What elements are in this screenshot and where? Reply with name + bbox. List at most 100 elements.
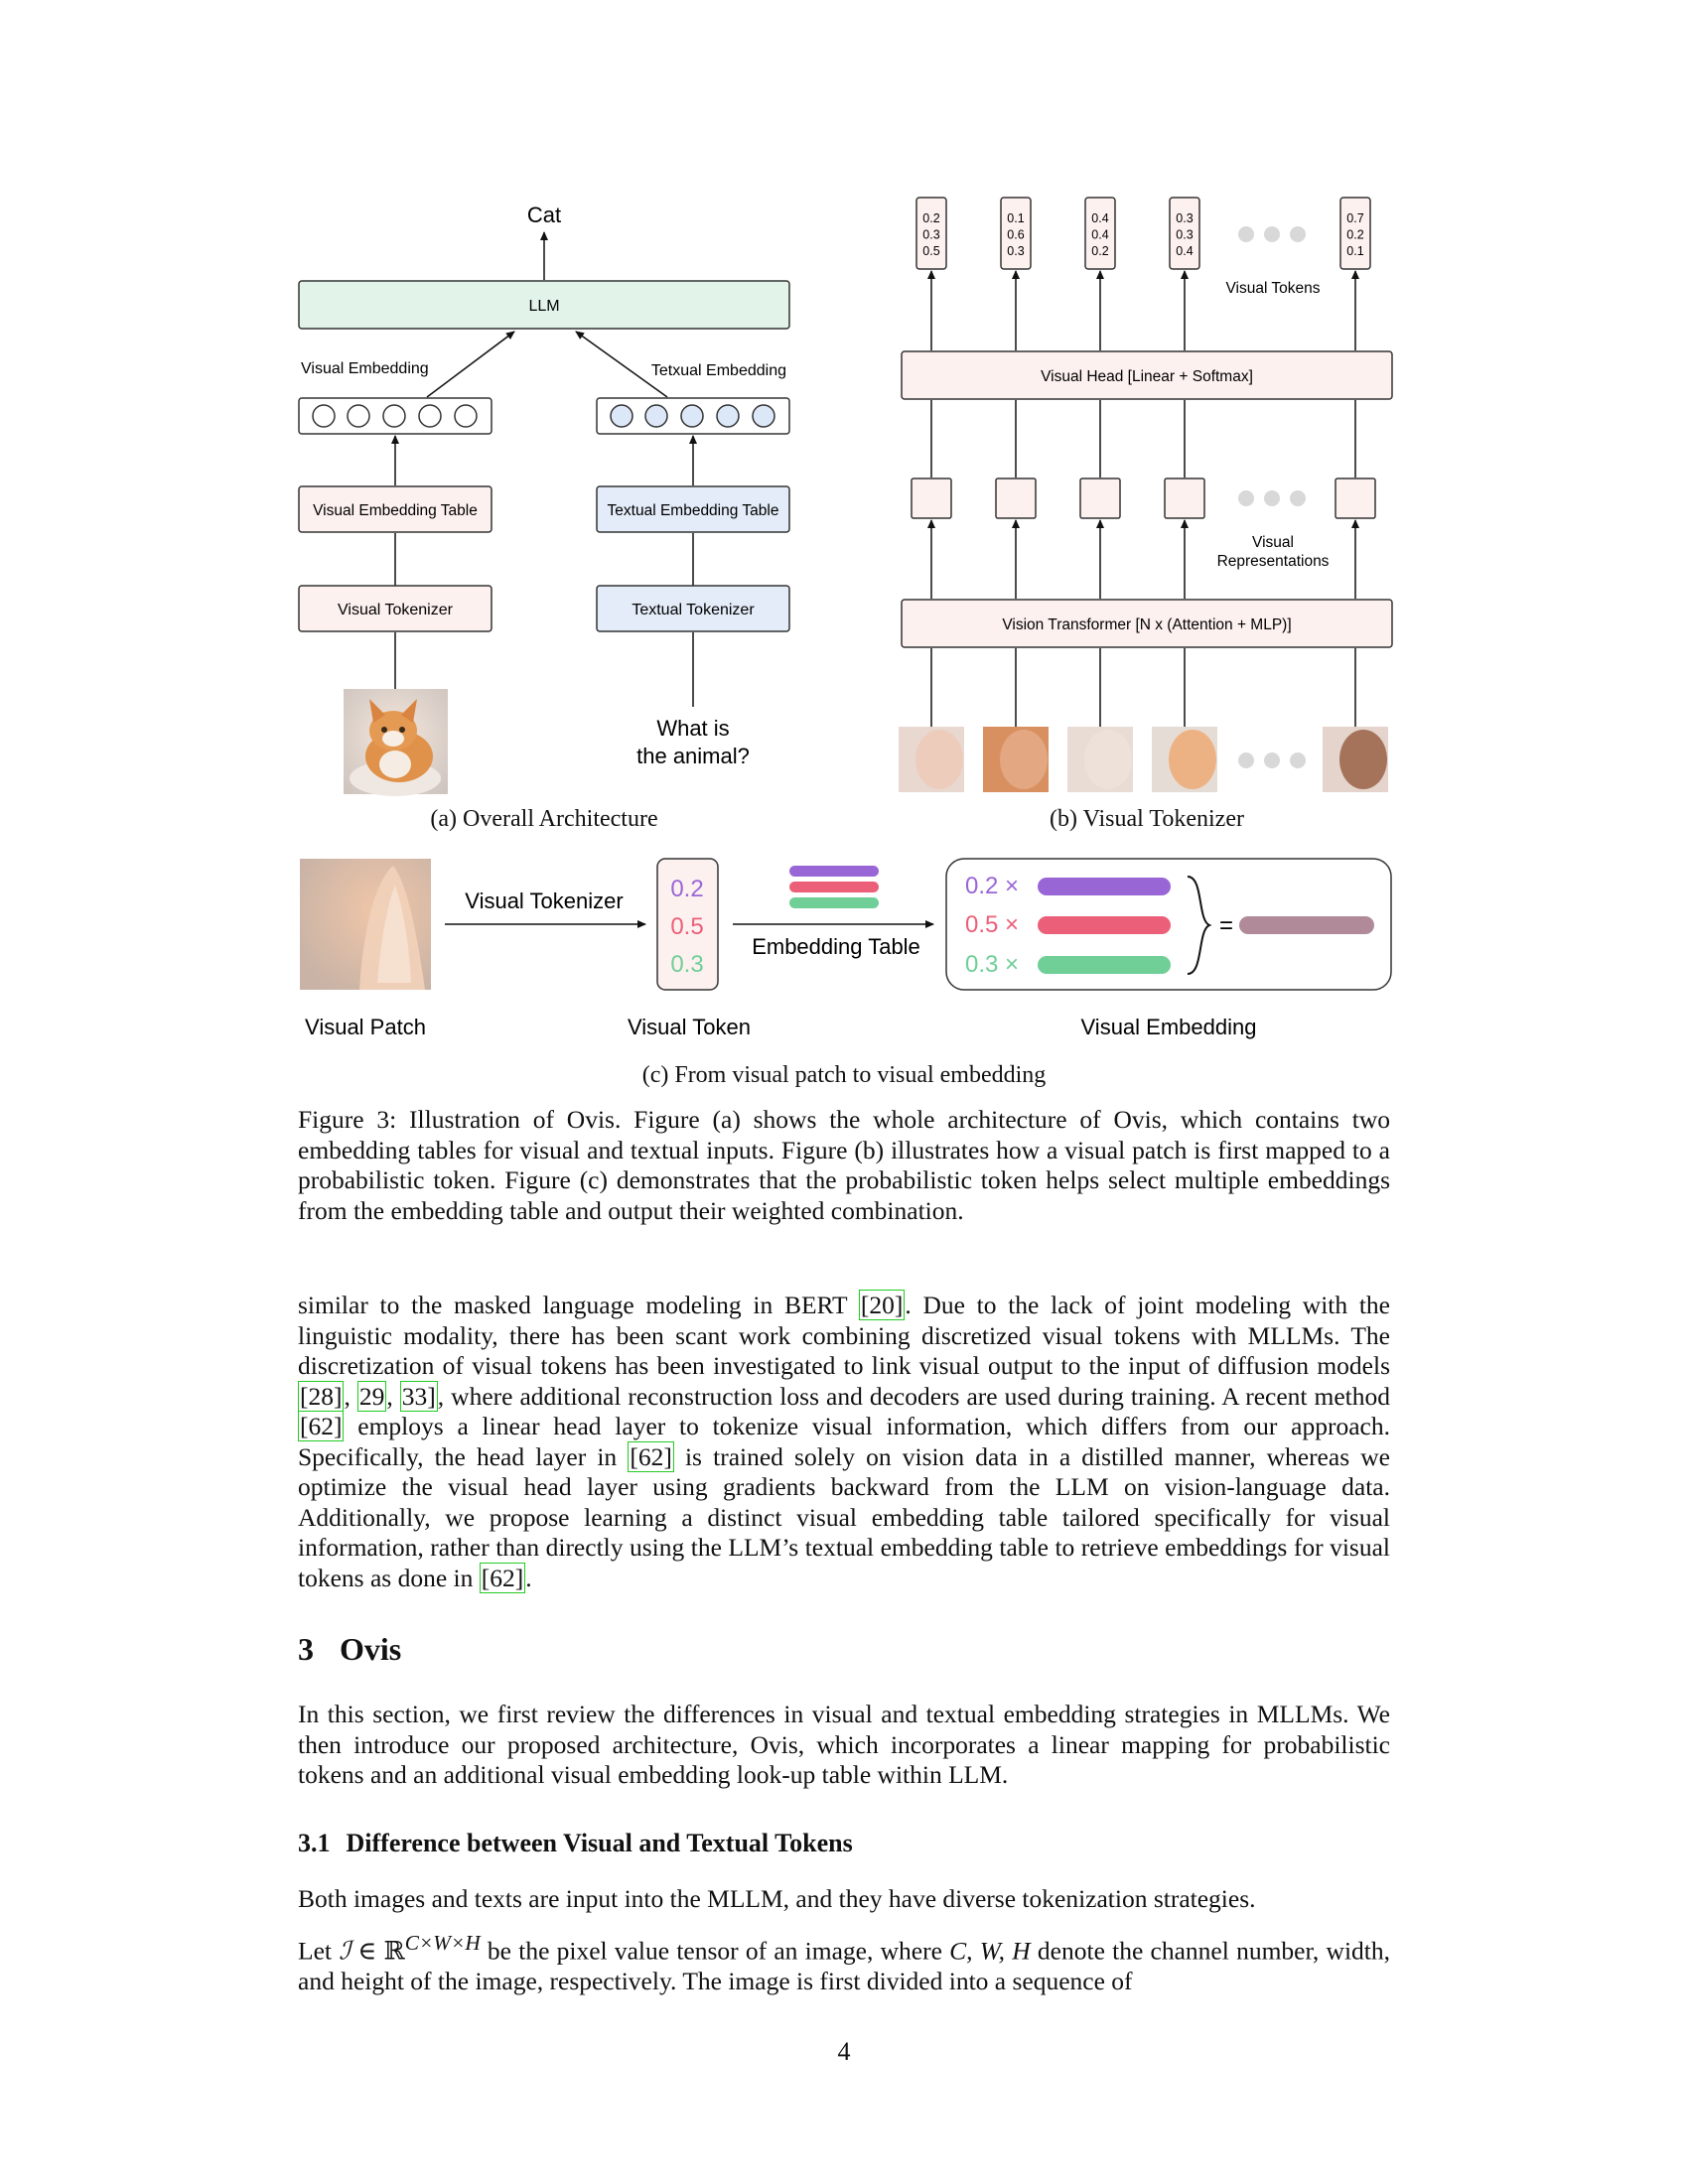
citation-62[interactable]: [62]	[298, 1411, 345, 1441]
subsection-number: 3.1	[298, 1829, 331, 1857]
arrow1-label: Visual Tokenizer	[465, 888, 623, 913]
question-line1: What is	[656, 716, 729, 741]
text: denote the channel number, width, and he…	[298, 1936, 1391, 1996]
figure-3: Cat LLM Visual Embedding Tetxual Embeddi…	[298, 197, 1393, 1039]
llm-output-label: Cat	[527, 203, 561, 227]
textual-tokenizer-label: Textual Tokenizer	[632, 602, 755, 618]
visual-head-label: Visual Head [Linear + Softmax]	[1041, 368, 1253, 385]
token-prob: 0.3	[1007, 244, 1024, 258]
visual-patch-image	[300, 859, 431, 990]
subcaption-c: (c) From visual patch to visual embeddin…	[641, 1062, 1047, 1088]
token-prob: 0.1	[1007, 211, 1024, 225]
textual-embedding-label: Tetxual Embedding	[651, 362, 786, 379]
citation-28[interactable]: [28]	[298, 1380, 345, 1412]
subsection-heading: 3.1 Difference between Visual and Textual…	[298, 1829, 853, 1858]
subcaption-b: (b) Visual Tokenizer	[1050, 806, 1244, 832]
textual-tokenizer-box	[596, 585, 790, 632]
citation-20[interactable]: [20]	[858, 1290, 906, 1320]
token-prob: 0.2	[1091, 244, 1108, 258]
figure-label: Figure 3:	[298, 1105, 397, 1134]
token-prob: 0.4	[1091, 228, 1108, 242]
textual-embedding-table-label: Textual Embedding Table	[608, 502, 779, 519]
visual-embedding-table-box	[298, 485, 492, 533]
visual-representation-5	[1335, 478, 1376, 519]
token-prob: 0.4	[1176, 244, 1193, 258]
token-prob: 0.5	[922, 244, 939, 258]
combined-embedding	[1239, 916, 1374, 934]
citation-33[interactable]: 33]	[399, 1380, 438, 1412]
text: be the pixel value tensor of an image, w…	[480, 1936, 950, 1966]
visual-token-box-2	[1000, 197, 1032, 270]
visual-representation-2	[995, 478, 1037, 519]
text: . Due to the lack of joint modeling with…	[298, 1291, 1391, 1380]
text: ,	[344, 1381, 357, 1411]
token-prob: 0.3	[1176, 211, 1193, 225]
paragraph-tensor: Let ℐ ∈ ℝC×W×H be the pixel value tensor…	[298, 1928, 1390, 1997]
token-prob: 0.1	[1346, 244, 1363, 258]
token-prob: 0.7	[1346, 211, 1363, 225]
visual-tokenizer-box	[298, 585, 492, 632]
section-number: 3	[298, 1631, 314, 1667]
visual-representation-1	[911, 478, 952, 519]
token-prob: 0.3	[1176, 228, 1193, 242]
citation-62[interactable]: [62]	[628, 1440, 674, 1472]
math-symbol-I: ℐ	[339, 1936, 352, 1966]
figure-caption: Figure 3: Illustration of Ovis. Figure (…	[298, 1105, 1390, 1226]
text: employs a linear head layer to tokenize …	[298, 1412, 1390, 1471]
figure-caption-text: Illustration of Ovis. Figure (a) shows t…	[298, 1105, 1390, 1225]
text: Let	[298, 1936, 340, 1966]
visual-token-box	[656, 858, 719, 991]
token-prob: 0.4	[1091, 211, 1108, 225]
prob-1: 0.2	[670, 876, 703, 902]
visual-embedding-label-c: Visual Embedding	[1081, 1015, 1257, 1039]
paragraph-intro: In this section, we first review the dif…	[298, 1700, 1390, 1789]
visual-embedding-label: Visual Embedding	[301, 360, 429, 377]
vision-transformer-box	[901, 599, 1393, 648]
textual-embedding-table-box	[596, 485, 790, 533]
visual-token-label: Visual Token	[628, 1015, 751, 1039]
llm-label: LLM	[528, 298, 559, 315]
visual-token-box-5	[1339, 197, 1371, 270]
panel-b: 0.2 0.3 0.5 0.1 0.6 0.3 0.4 0.4 0.2 0.3 0.3 0.4 0.7 0…	[899, 197, 1393, 792]
paragraph-related-work: similar to the masked language modeling …	[298, 1290, 1391, 1593]
llm-box	[298, 280, 790, 330]
token-prob: 0.6	[1007, 228, 1024, 242]
equals-sign: =	[1219, 912, 1233, 939]
visual-patch-label: Visual Patch	[305, 1015, 426, 1039]
embedding-table-bars	[789, 866, 879, 908]
citation-62[interactable]: [62]	[479, 1562, 526, 1593]
section-title: Ovis	[340, 1631, 402, 1667]
math-superscript: C×W×H	[404, 1931, 481, 1955]
subcaption-a: (a) Overall Architecture	[430, 806, 658, 832]
section-heading: 3 Ovis	[298, 1631, 401, 1668]
panel-c: Visual Tokenizer 0.2 0.5 0.3 Embedding T…	[300, 858, 1392, 1039]
text: similar to the masked language modeling …	[298, 1291, 859, 1319]
paragraph-tokenization: Both images and texts are input into the…	[298, 1884, 1256, 1913]
brace	[1187, 876, 1212, 975]
subsection-title: Difference between Visual and Textual To…	[346, 1829, 853, 1857]
visual-representation-3	[1079, 478, 1121, 519]
visual-repr-line1: Visual	[1252, 534, 1294, 551]
math-vars: C, W, H	[949, 1936, 1031, 1966]
visual-representation-4	[1164, 478, 1205, 519]
prob-3: 0.3	[670, 951, 703, 978]
visual-head-box	[901, 350, 1393, 400]
citation-29[interactable]: 29	[356, 1380, 387, 1412]
text: .	[525, 1563, 532, 1592]
token-prob: 0.3	[922, 228, 939, 242]
visual-token-box-3	[1084, 197, 1116, 270]
visual-token-box-1	[915, 197, 947, 270]
visual-repr-line2: Representations	[1217, 553, 1330, 570]
visual-embedding-table-label: Visual Embedding Table	[313, 502, 478, 519]
visual-token-box-4	[1169, 197, 1200, 270]
cat-image	[344, 689, 448, 796]
token-prob: 0.2	[1346, 228, 1363, 242]
weighted-2: 0.5 ×	[965, 911, 1019, 938]
text: is trained solely on vision data in a di…	[298, 1441, 1391, 1592]
visual-tokenizer-label: Visual Tokenizer	[338, 602, 454, 618]
text: , where additional reconstruction loss a…	[437, 1381, 1391, 1411]
weighted-1: 0.2 ×	[965, 873, 1019, 899]
weighted-3: 0.3 ×	[965, 951, 1019, 978]
page-number: 4	[837, 2037, 851, 2066]
text: ∈ ℝ	[351, 1936, 405, 1966]
